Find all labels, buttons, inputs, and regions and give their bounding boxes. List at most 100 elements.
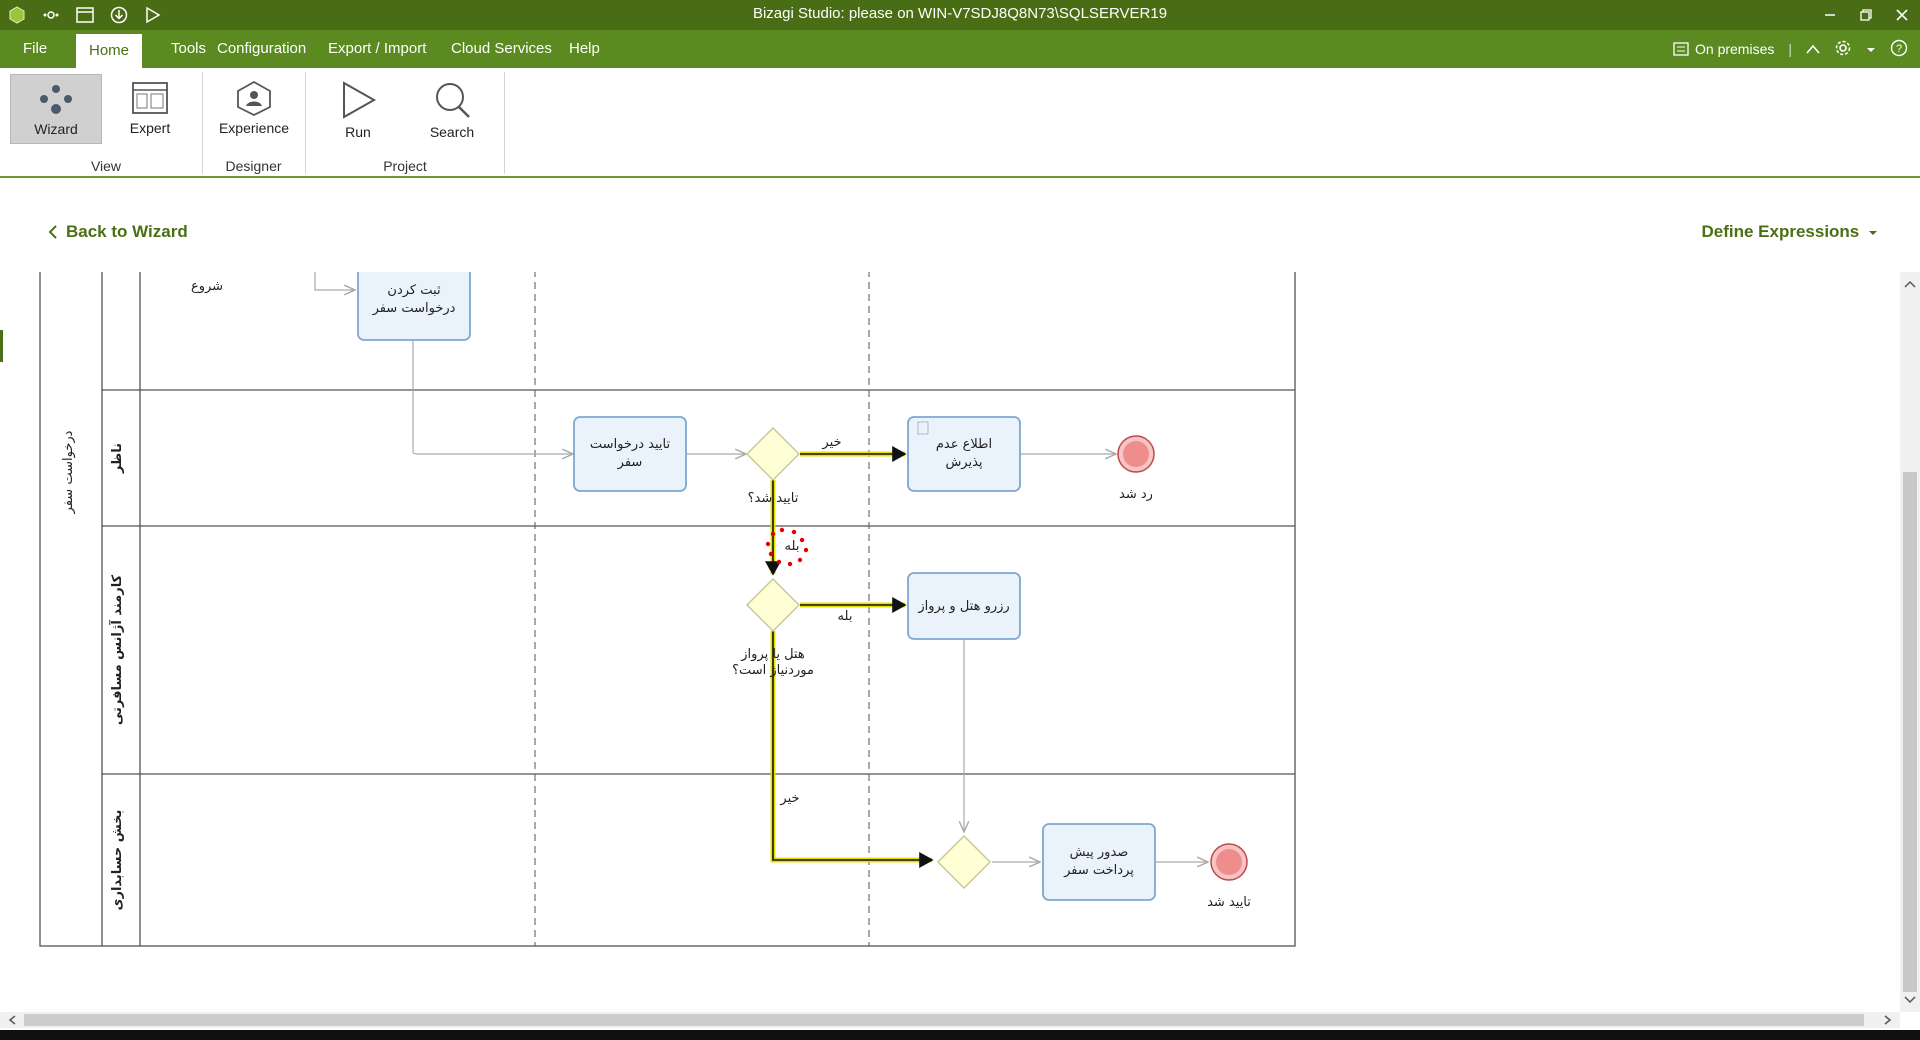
- expert-icon: [132, 82, 168, 114]
- menu-right-tools: On premises | ?: [1673, 30, 1908, 68]
- svg-text:پذیرش: پذیرش: [945, 455, 982, 470]
- end-event-approved[interactable]: [1210, 843, 1248, 881]
- menu-cloud-services[interactable]: Cloud Services: [451, 40, 552, 57]
- horizontal-scroll-thumb[interactable]: [24, 1014, 1864, 1026]
- gear-process-icon[interactable]: [40, 5, 62, 25]
- help-icon[interactable]: ?: [1890, 39, 1908, 60]
- close-icon[interactable]: [1884, 0, 1920, 30]
- gateway-hotel-label-line2: موردنیاز است؟: [732, 663, 814, 678]
- run-icon[interactable]: [142, 5, 164, 25]
- bizagi-logo-icon: [6, 5, 28, 25]
- search-label: Search: [429, 124, 475, 140]
- gateway-approved-label: تایید شد؟: [748, 491, 799, 506]
- define-expressions-label: Define Expressions: [1701, 222, 1860, 241]
- flow-label-yes-1: بله: [785, 539, 800, 554]
- experience-button[interactable]: Experience: [208, 74, 300, 144]
- wizard-button[interactable]: Wizard: [10, 74, 102, 144]
- scroll-right-icon[interactable]: [1880, 1012, 1896, 1028]
- play-icon: [343, 81, 377, 119]
- title-bar: Bizagi Studio: please on WIN-V7SDJ8Q8N73…: [0, 0, 1920, 30]
- script-task-icon: [917, 421, 929, 435]
- svg-text:رزرو هتل و پرواز: رزرو هتل و پرواز: [917, 599, 1009, 614]
- minimize-icon[interactable]: [1812, 0, 1848, 30]
- ribbon: Wizard Expert Experience Run Search View…: [0, 68, 1920, 178]
- menu-help[interactable]: Help: [569, 40, 600, 57]
- vertical-scroll-thumb[interactable]: [1903, 472, 1917, 992]
- svg-text:صدور پیش: صدور پیش: [1070, 845, 1129, 860]
- download-icon[interactable]: [108, 5, 130, 25]
- scroll-up-icon[interactable]: [1900, 276, 1920, 292]
- environment-icon: [1673, 42, 1689, 56]
- chevron-down-icon[interactable]: [1866, 41, 1876, 57]
- collapse-ribbon-icon[interactable]: [1806, 41, 1820, 57]
- flow-label-yes-2: بله: [838, 609, 853, 624]
- lane-label-accounting: بخش حسابداری: [110, 810, 125, 911]
- svg-text:ثبت کردن: ثبت کردن: [387, 283, 441, 298]
- end-event-approved-label: تایید شد: [1207, 895, 1251, 910]
- window-title: Bizagi Studio: please on WIN-V7SDJ8Q8N73…: [752, 5, 1168, 22]
- back-to-wizard-label: Back to Wizard: [66, 222, 188, 241]
- settings-gear-icon[interactable]: [1834, 39, 1852, 60]
- svg-text:سفر: سفر: [617, 455, 643, 470]
- cursor-marker: [765, 527, 809, 567]
- svg-text:تایید درخواست: تایید درخواست: [590, 437, 671, 452]
- task-reserve-hotel-flight[interactable]: رزرو هتل و پرواز: [907, 572, 1021, 640]
- expert-label: Expert: [129, 120, 171, 136]
- flow-label-no-2: خیر: [779, 791, 799, 806]
- experience-icon: [237, 80, 271, 116]
- scroll-down-icon[interactable]: [1900, 992, 1920, 1008]
- svg-text:پرداخت سفر: پرداخت سفر: [1063, 863, 1134, 878]
- task-register-request[interactable]: ثبت کردن درخواست سفر: [357, 272, 471, 341]
- left-accent-bar: [0, 330, 3, 362]
- taskbar: [0, 1030, 1920, 1040]
- lane-label-supervisor: ناظر: [110, 443, 125, 474]
- menu-configuration[interactable]: Configuration: [217, 40, 307, 57]
- caret-down-icon: [1869, 231, 1877, 235]
- gateway-join[interactable]: [936, 834, 992, 890]
- menu-export-import[interactable]: Export / Import: [328, 40, 427, 57]
- vertical-scrollbar[interactable]: [1900, 272, 1920, 1012]
- experience-label: Experience: [218, 120, 290, 136]
- environment-label: On premises: [1695, 41, 1775, 57]
- diagram-canvas[interactable]: درخواست سفر ناظر کارمند آژانس مسافرتی بخ…: [0, 272, 1900, 1012]
- svg-text:اطلاع عدم: اطلاع عدم: [936, 437, 992, 452]
- bpmn-diagram[interactable]: درخواست سفر ناظر کارمند آژانس مسافرتی بخ…: [0, 272, 1900, 1012]
- environment-selector[interactable]: On premises: [1673, 41, 1774, 57]
- task-issue-prepayment[interactable]: صدور پیش پرداخت سفر: [1042, 823, 1156, 901]
- lane-label-agency: کارمند آژانس مسافرتی: [108, 574, 125, 725]
- highlighted-flows: [765, 446, 934, 868]
- menu-bar: File Home Tools Configuration Export / I…: [0, 30, 1920, 68]
- start-event-label: شروع: [191, 279, 223, 294]
- pool-label: درخواست سفر: [61, 430, 76, 514]
- window-icon[interactable]: [74, 5, 96, 25]
- quick-access-toolbar: [6, 5, 164, 25]
- svg-text:درخواست سفر: درخواست سفر: [372, 301, 456, 316]
- end-event-rejected[interactable]: [1117, 435, 1155, 473]
- group-designer-label: Designer: [225, 158, 282, 174]
- menu-file[interactable]: File: [23, 40, 48, 57]
- group-view-label: View: [90, 158, 122, 174]
- run-button[interactable]: Run: [312, 74, 404, 144]
- define-expressions-dropdown[interactable]: Define Expressions: [1701, 222, 1878, 242]
- task-notify-rejection[interactable]: اطلاع عدم پذیرش: [907, 416, 1021, 492]
- menu-home[interactable]: Home: [76, 34, 143, 68]
- flow-label-no-1: خیر: [821, 435, 841, 450]
- task-approve-request[interactable]: تایید درخواست سفر: [573, 416, 687, 492]
- wizard-label: Wizard: [34, 121, 78, 137]
- ribbon-separator: [305, 72, 306, 174]
- back-to-wizard-link[interactable]: Back to Wizard: [48, 222, 188, 242]
- group-project-label: Project: [383, 158, 427, 174]
- search-icon: [436, 83, 470, 118]
- expert-button[interactable]: Expert: [104, 74, 196, 144]
- sequence-flows: [314, 272, 1208, 862]
- horizontal-scrollbar[interactable]: [0, 1012, 1900, 1028]
- svg-text:?: ?: [1896, 43, 1902, 55]
- menu-tools[interactable]: Tools: [171, 40, 207, 57]
- gateway-approved[interactable]: [745, 426, 801, 482]
- restore-icon[interactable]: [1848, 0, 1884, 30]
- ribbon-separator: [504, 72, 505, 174]
- scroll-left-icon[interactable]: [4, 1012, 20, 1028]
- ribbon-separator: [202, 72, 203, 174]
- search-button[interactable]: Search: [406, 74, 498, 144]
- gateway-hotel-needed[interactable]: [745, 577, 801, 633]
